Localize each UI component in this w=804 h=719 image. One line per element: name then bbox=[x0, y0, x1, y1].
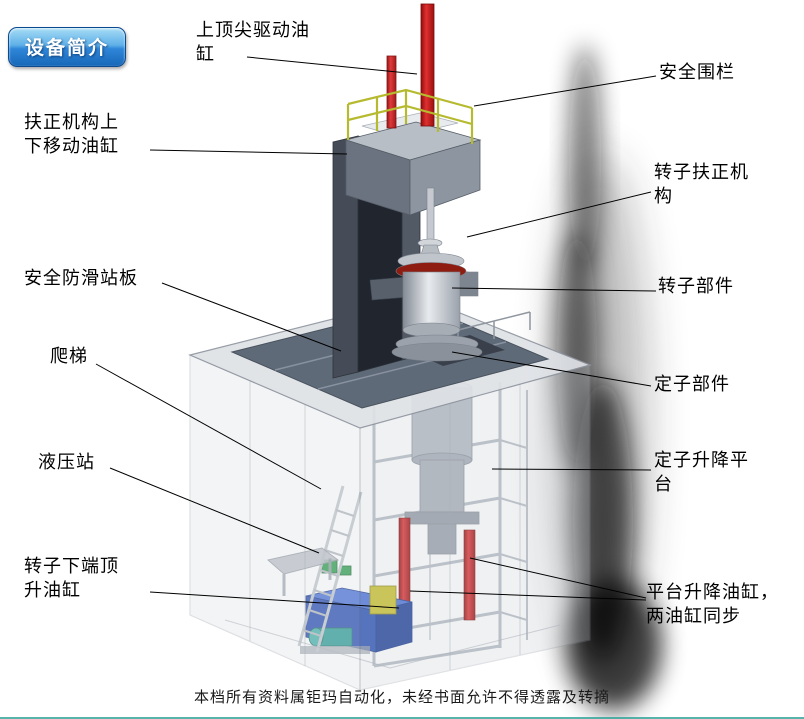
callout-stator-component: 定子部件 bbox=[654, 374, 730, 394]
callout-rotor-centering-mechanism: 转子扶正机 构 bbox=[654, 162, 749, 207]
callout-centering-updown-cylinder: 扶正机构上 下移动油缸 bbox=[24, 112, 119, 157]
callout-rotor-component: 转子部件 bbox=[658, 276, 734, 296]
callout-stator-lift-platform: 定子升降平 台 bbox=[654, 450, 749, 495]
hydraulic-station bbox=[300, 559, 413, 654]
callout-ladder: 爬梯 bbox=[50, 346, 88, 366]
safety-railing bbox=[346, 88, 474, 144]
callout-hydraulic-station: 液压站 bbox=[38, 452, 95, 472]
callout-top-tip-drive-cylinder: 上顶尖驱动油 缸 bbox=[196, 20, 310, 65]
bottom-divider bbox=[0, 717, 804, 719]
rotor-assembly bbox=[369, 187, 483, 362]
leader-lines bbox=[95, 56, 657, 609]
copyright-text: 本档所有资料属钜玛自动化，未经书面允许不得透露及转摘 bbox=[193, 689, 610, 706]
callout-rotor-bottom-jack-cylinder: 转子下端顶 升油缸 bbox=[24, 556, 119, 601]
head-housing bbox=[344, 112, 482, 216]
callout-platform-lift-cylinders: 平台升降油缸， 两油缸同步 bbox=[646, 582, 779, 627]
callout-antislip-platform: 安全防滑站板 bbox=[24, 268, 138, 288]
title-badge: 设备简介 bbox=[8, 27, 127, 67]
pallet-graphic bbox=[266, 547, 340, 596]
floor-edge bbox=[224, 619, 561, 669]
enclosure-box bbox=[189, 354, 591, 691]
callout-safety-fence: 安全围栏 bbox=[659, 62, 735, 82]
shadow-smudge bbox=[554, 45, 662, 710]
ladder-graphic bbox=[297, 485, 363, 653]
